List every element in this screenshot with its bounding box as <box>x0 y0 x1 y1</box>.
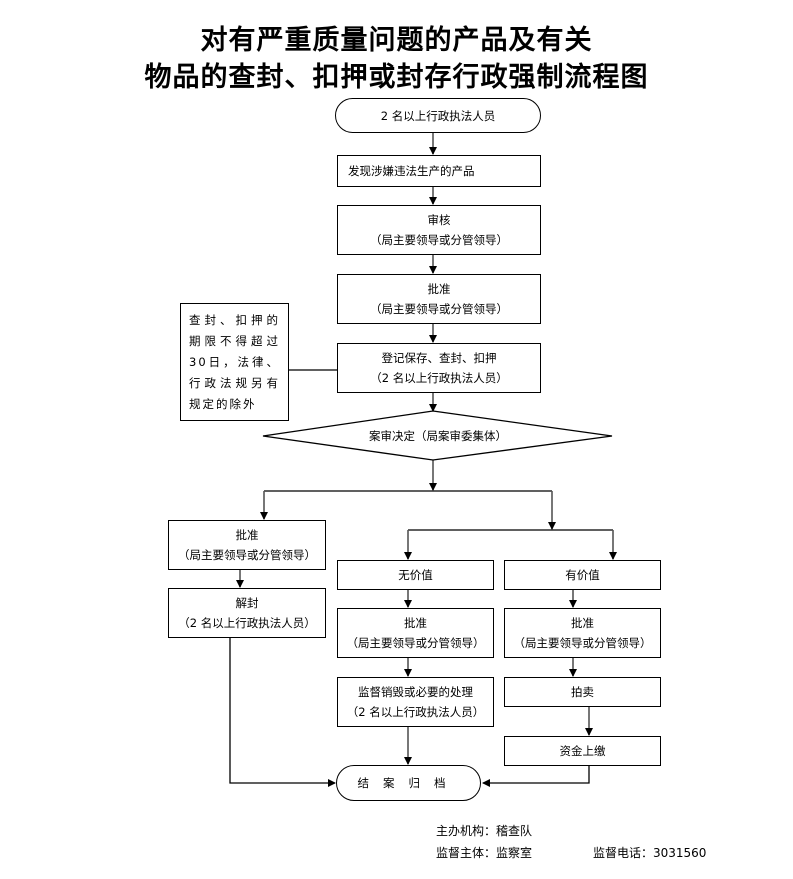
has-value-box: 有价值 <box>504 560 661 590</box>
diagram-title-line1: 对有严重质量问题的产品及有关 <box>200 25 593 56</box>
review-box: 审核 （局主要领导或分管领导） <box>337 205 541 255</box>
unseal-box: 解封 （2 名以上行政执法人员） <box>168 588 326 638</box>
discover-box: 发现涉嫌违法生产的产品 <box>337 155 541 187</box>
unseal-sub: （2 名以上行政执法人员） <box>178 616 316 630</box>
end-label: 结案归档 <box>357 776 460 790</box>
register-title: 登记保存、查封、扣押 <box>381 351 497 365</box>
approve-right-sub: （局主要领导或分管领导） <box>513 636 652 650</box>
approve-mid-title: 批准 <box>404 616 427 630</box>
no-value-box: 无价值 <box>337 560 494 590</box>
connector-unseal-to-end <box>229 637 336 787</box>
approve-left-title: 批准 <box>235 528 259 542</box>
review-title: 审核 <box>427 213 451 227</box>
unseal-title: 解封 <box>235 596 259 610</box>
register-box: 登记保存、查封、扣押 （2 名以上行政执法人员） <box>337 343 541 393</box>
connector-funds-to-end <box>482 765 590 787</box>
time-limit-note: 查封、扣押的期限不得超过30日，法律、行政法规另有规定的除外 <box>180 303 289 421</box>
approve1-title: 批准 <box>427 282 451 296</box>
funds-label: 资金上缴 <box>559 744 606 758</box>
decision-diamond <box>262 410 613 461</box>
end-node: 结案归档 <box>336 765 481 801</box>
register-sub: （2 名以上行政执法人员） <box>370 371 508 385</box>
start-label: 2 名以上行政执法人员 <box>380 108 496 123</box>
destroy-box: 监督销毁或必要的处理 （2 名以上行政执法人员） <box>337 677 494 727</box>
no-value-label: 无价值 <box>398 568 433 582</box>
approve-mid-sub: （局主要领导或分管领导） <box>346 636 485 650</box>
phone-text: 监督电话：3031560 <box>593 846 707 860</box>
review-sub: （局主要领导或分管领导） <box>370 233 508 247</box>
approve-box-mid: 批准 （局主要领导或分管领导） <box>337 608 494 658</box>
auction-box: 拍卖 <box>504 677 661 707</box>
supervisor-text: 监督主体：监察室 <box>436 846 533 860</box>
organizer-text: 主办机构：稽查队 <box>436 824 533 838</box>
has-value-label: 有价值 <box>565 568 600 582</box>
approve1-sub: （局主要领导或分管领导） <box>370 302 508 316</box>
funds-box: 资金上缴 <box>504 736 661 766</box>
start-node: 2 名以上行政执法人员 <box>335 98 541 133</box>
auction-label: 拍卖 <box>571 685 594 699</box>
approve-box-1: 批准 （局主要领导或分管领导） <box>337 274 541 324</box>
destroy-title: 监督销毁或必要的处理 <box>358 685 473 699</box>
diagram-title-line2: 物品的查封、扣押或封存行政强制流程图 <box>144 62 649 93</box>
decision-label: 案审决定（局案审委集体） <box>369 429 507 443</box>
destroy-sub: （2 名以上行政执法人员） <box>346 705 485 719</box>
discover-label: 发现涉嫌违法生产的产品 <box>348 164 475 178</box>
approve-box-left: 批准 （局主要领导或分管领导） <box>168 520 326 570</box>
approve-box-right: 批准 （局主要领导或分管领导） <box>504 608 661 658</box>
approve-right-title: 批准 <box>571 616 594 630</box>
approve-left-sub: （局主要领导或分管领导） <box>178 548 316 562</box>
